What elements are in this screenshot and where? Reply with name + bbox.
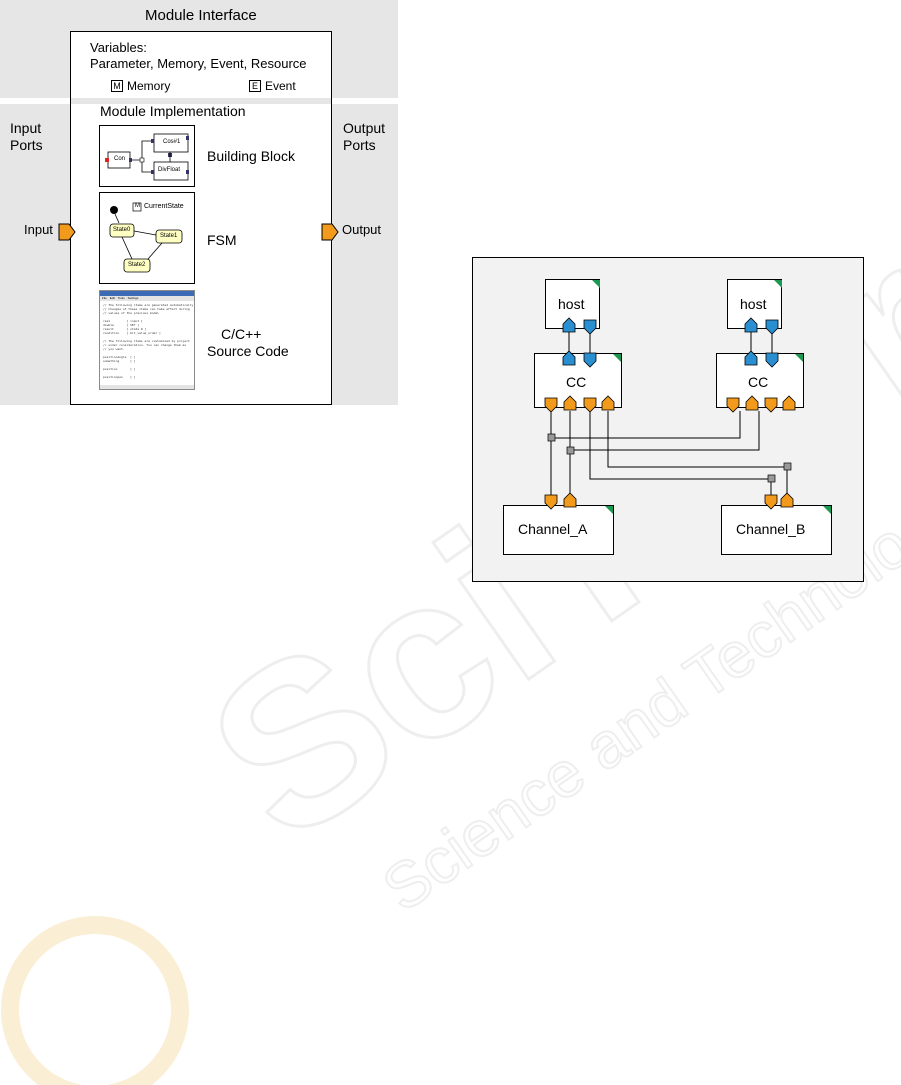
code-line: position [ ]: [103, 367, 136, 371]
host-node-b-label: host: [740, 296, 767, 312]
source-code-thumbnail: File Edit Tools Settings // The followin…: [99, 290, 195, 390]
source-code-caption-1: C/C++: [221, 326, 262, 342]
building-block-caption: Building Block: [207, 148, 295, 164]
event-badge: E: [249, 80, 261, 92]
bb-cos-label: Cos#1: [163, 139, 181, 145]
fsm-state2: State2: [128, 262, 146, 268]
code-line: positionpos [ ]: [103, 375, 136, 379]
code-menu-file: File: [102, 296, 107, 300]
code-editor: // The following items are generated aut…: [100, 301, 194, 379]
code-line: // Changes of these items can take effec…: [103, 307, 190, 311]
code-line: // The following items are customized by…: [103, 339, 190, 343]
output-ports-label-2: Ports: [343, 137, 376, 153]
code-line: // you want.: [103, 347, 125, 351]
host-node-a-label: host: [558, 296, 585, 312]
bb-con-label: Con: [114, 156, 126, 162]
source-code-caption-2: Source Code: [207, 343, 289, 359]
code-window-menubar: File Edit Tools Settings: [100, 296, 194, 301]
module-divider: [71, 98, 331, 104]
channel-a-node: [503, 505, 614, 555]
code-line: something [ ]: [103, 359, 136, 363]
module-implementation-title: Module Implementation: [100, 103, 246, 119]
code-window-titlebar: [100, 291, 194, 296]
network-wiring: [547, 331, 792, 496]
code-line: // values of the previous model: [103, 311, 159, 315]
channel-b-label: Channel_B: [736, 521, 806, 537]
code-menu-edit: Edit: [109, 296, 115, 300]
network-ports: [544, 280, 831, 514]
fsm-state1: State1: [160, 233, 178, 239]
fsm-memory-badge: M: [135, 203, 140, 209]
fsm-state0: State0: [113, 227, 131, 233]
variables-list: Parameter, Memory, Event, Resource: [90, 56, 307, 71]
code-line: result [ state 0 ]: [103, 327, 147, 331]
bb-div-label: DivFloat: [158, 167, 181, 173]
code-menu-settings: Settings: [127, 296, 139, 300]
memory-label: Memory: [127, 79, 171, 93]
channel-b-node: [721, 505, 832, 555]
code-window-statusbar: [100, 385, 194, 389]
output-label: Output: [342, 222, 382, 237]
code-line: condition [ bit_value_order ]: [103, 331, 161, 335]
output-port-icon: [321, 223, 339, 241]
module-interface-title: Module Interface: [145, 7, 257, 24]
output-ports-label-1: Output: [343, 120, 386, 136]
input-ports-panel: [0, 104, 70, 405]
memory-badge: M: [111, 80, 123, 92]
code-line: real [ input ]: [103, 319, 143, 323]
fsm-caption: FSM: [207, 232, 237, 248]
code-line: // under consideration. You can change t…: [103, 343, 187, 347]
code-menu-tools: Tools: [117, 296, 125, 300]
event-label: Event: [265, 79, 296, 93]
input-label: Input: [24, 222, 53, 237]
fsm-diagram: [109, 202, 183, 273]
channel-a-label: Channel_A: [518, 521, 588, 537]
input-ports-label-2: Ports: [10, 137, 43, 153]
variables-heading: Variables:: [90, 40, 147, 55]
code-line: positionAngle [ ]: [103, 355, 136, 359]
fsm-current-state: CurrentState: [144, 203, 184, 210]
input-port-icon: [58, 223, 76, 241]
code-line: double [ SET ]: [103, 323, 140, 327]
cc-node-a-label: CC: [566, 374, 587, 390]
input-ports-label-1: Input: [10, 120, 42, 136]
cc-node-b-label: CC: [748, 374, 769, 390]
building-block-diagram: [105, 133, 189, 181]
code-line: // The following items are generated aut…: [103, 303, 194, 307]
